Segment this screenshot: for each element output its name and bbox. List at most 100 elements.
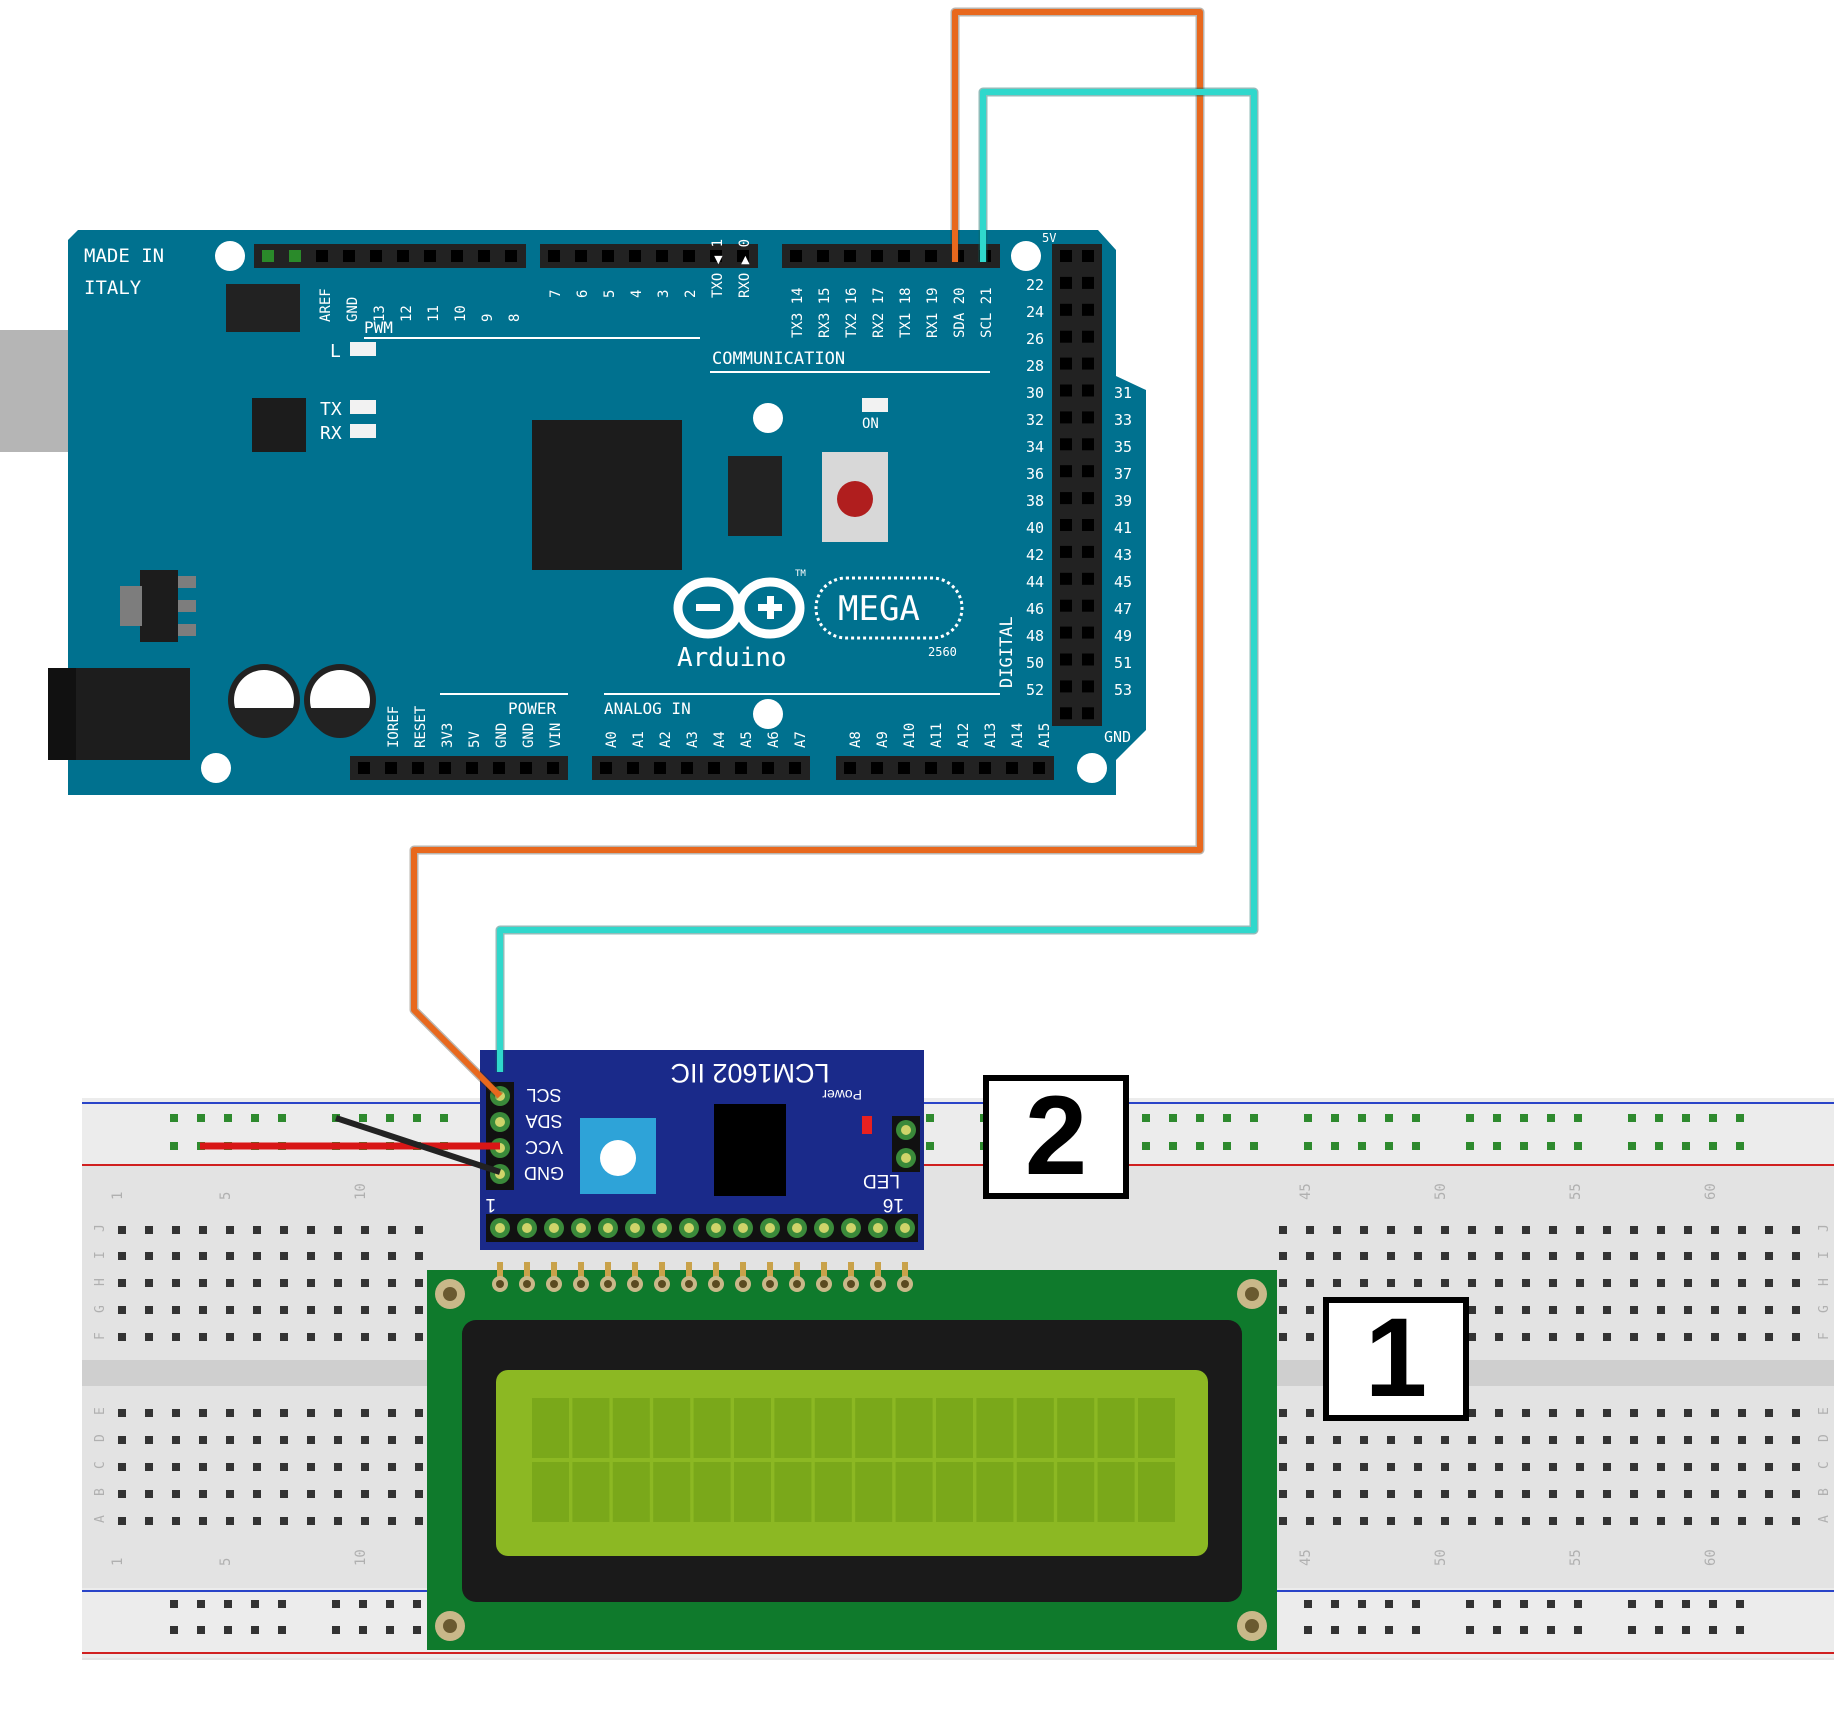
header-pin: [1060, 572, 1072, 585]
wire-gnd[interactable]: [335, 1115, 501, 1175]
bb-hole: [280, 1409, 288, 1417]
bb-hole: [1736, 1600, 1744, 1608]
bb-hole: [145, 1436, 153, 1444]
bb-hole: [1279, 1279, 1287, 1287]
bb-hole: [1792, 1409, 1800, 1417]
bb-hole: [1360, 1490, 1368, 1498]
mega-badge: [814, 576, 964, 640]
bb-hole: [1765, 1490, 1773, 1498]
module-led-label: LED: [863, 1170, 900, 1191]
bb-hole: [1522, 1463, 1530, 1471]
bb-hole: [1414, 1436, 1422, 1444]
lcd-pin-hole: [523, 1280, 531, 1288]
bb-hole: [1385, 1600, 1393, 1608]
digital-pin-label: 28: [1026, 357, 1044, 375]
bb-hole: [199, 1306, 207, 1314]
bb-hole: [1306, 1226, 1314, 1234]
pin-label: RX1 19: [925, 287, 941, 338]
row-label: J: [93, 1224, 108, 1232]
bb-hole: [361, 1409, 369, 1417]
reset-button-cap[interactable]: [837, 481, 873, 517]
bb-hole: [226, 1517, 234, 1525]
bb-hole: [1306, 1333, 1314, 1341]
mount-hole: [753, 699, 783, 729]
wire-scl[interactable]: [497, 89, 1257, 1072]
header-strip: [350, 756, 568, 780]
digital-pin-label: 34: [1026, 438, 1044, 456]
header-pin: [439, 762, 451, 774]
header-pin: [735, 762, 747, 774]
pin-label: 7: [548, 290, 564, 298]
bb-hole: [1711, 1409, 1719, 1417]
column-label: 10: [353, 1549, 369, 1566]
capacitor: [228, 664, 300, 738]
bb-hole: [413, 1626, 421, 1634]
bb-hole: [172, 1436, 180, 1444]
pin-label: A5: [739, 731, 755, 748]
header-pin: [466, 762, 478, 774]
header-pin: [1082, 276, 1094, 289]
bb-hole: [1331, 1600, 1339, 1608]
mcu-chip: [532, 420, 682, 570]
led-rx-label: RX: [320, 423, 342, 444]
wire-sda[interactable]: [411, 9, 1203, 1099]
bb-hole: [1468, 1279, 1476, 1287]
digital-pin-label: 31: [1114, 384, 1132, 402]
bb-hole: [415, 1226, 423, 1234]
pin-label: A13: [983, 723, 999, 748]
bb-hole: [1495, 1490, 1503, 1498]
lcd-cell: [855, 1462, 893, 1522]
lcd-pin-hole: [712, 1280, 720, 1288]
bb-hole: [1495, 1226, 1503, 1234]
bb-hole: [359, 1626, 367, 1634]
module-led-jumper[interactable]: [892, 1116, 920, 1172]
bb-hole: [1547, 1600, 1555, 1608]
header-pin: [1060, 545, 1072, 558]
bb-hole: [1495, 1333, 1503, 1341]
bb-hole: [253, 1306, 261, 1314]
bb-hole: [1655, 1142, 1663, 1150]
bb-hole: [1279, 1490, 1287, 1498]
lcd-pin-leg: [740, 1262, 746, 1288]
module-power-label: Power: [822, 1087, 862, 1103]
bb-hole: [1736, 1142, 1744, 1150]
digital-pin-label: 44: [1026, 573, 1044, 591]
communication-label: COMMUNICATION: [712, 349, 845, 369]
header-pin: [817, 250, 829, 262]
header-pin: [370, 250, 382, 262]
bb-hole: [1711, 1279, 1719, 1287]
bb-hole: [1657, 1436, 1665, 1444]
pin-label: TX3 14: [790, 287, 806, 338]
bb-hole: [224, 1626, 232, 1634]
digital-pin-label: 30: [1026, 384, 1044, 402]
icsp-header: [226, 284, 300, 332]
bb-hole: [1736, 1114, 1744, 1122]
bb-hole: [118, 1279, 126, 1287]
bb-hole: [307, 1252, 315, 1260]
row-label: E: [1817, 1407, 1832, 1415]
digital-pin-label: 39: [1114, 492, 1132, 510]
bb-hole: [1196, 1142, 1204, 1150]
lcd-cell: [1138, 1462, 1175, 1522]
bb-hole: [1765, 1409, 1773, 1417]
pwm-label: PWM: [364, 318, 393, 337]
bb-hole: [278, 1114, 286, 1122]
pin-label: A15: [1037, 723, 1053, 748]
bb-hole: [280, 1517, 288, 1525]
bb-hole: [1630, 1306, 1638, 1314]
header-pin: [681, 762, 693, 774]
bb-hole: [1738, 1490, 1746, 1498]
bb-hole: [1360, 1226, 1368, 1234]
bb-hole: [1657, 1279, 1665, 1287]
header-pin: [1082, 438, 1094, 451]
lcd-cell: [653, 1398, 691, 1458]
potentiometer-knob[interactable]: [600, 1140, 636, 1176]
bb-hole: [1711, 1463, 1719, 1471]
column-label: 5: [218, 1192, 234, 1200]
bb-hole: [361, 1436, 369, 1444]
bb-hole: [199, 1517, 207, 1525]
bb-hole: [1549, 1463, 1557, 1471]
bb-hole: [1792, 1490, 1800, 1498]
header-pin: [343, 250, 355, 262]
bb-hole: [1333, 1436, 1341, 1444]
